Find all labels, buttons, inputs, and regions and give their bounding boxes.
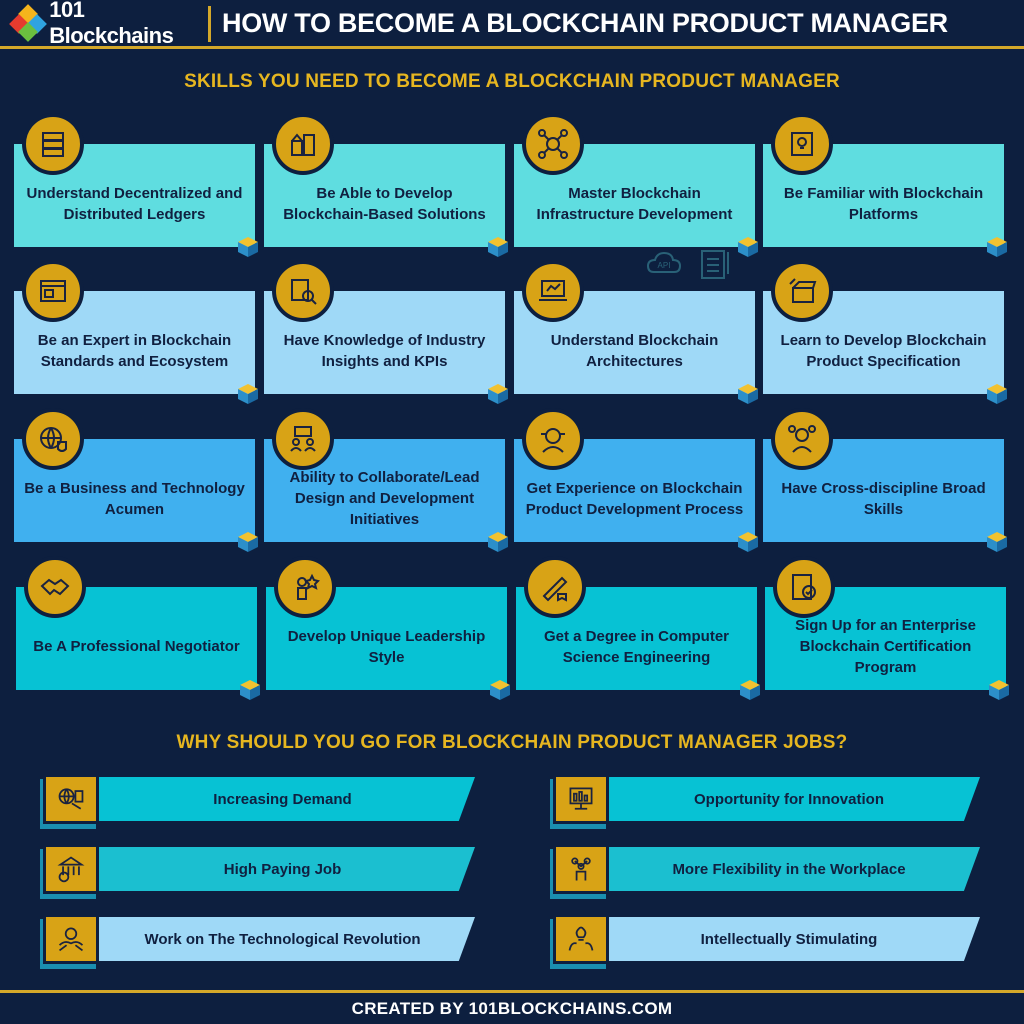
why-item: Increasing Demand bbox=[70, 777, 475, 821]
skill-card-label: Be Able to Develop Blockchain-Based Solu… bbox=[283, 184, 486, 223]
why-item: High Paying Job bbox=[70, 847, 475, 891]
skill-card-label: Be A Professional Negotiator bbox=[33, 638, 240, 655]
skill-card-label: Understand Decentralized and Distributed… bbox=[26, 184, 243, 223]
why-item-label: Work on The Technological Revolution bbox=[144, 930, 421, 948]
skill-card-label: Be a Business and Technology Acumen bbox=[24, 479, 245, 518]
why-item: Work on The Technological Revolution bbox=[70, 917, 475, 961]
why-section-title: WHY SHOULD YOU GO FOR BLOCKCHAIN PRODUCT… bbox=[176, 732, 848, 753]
skills-section-title: SKILLS YOU NEED TO BECOME A BLOCKCHAIN P… bbox=[184, 71, 840, 92]
header-rule bbox=[0, 46, 1024, 49]
clipboard-checklist-icon bbox=[701, 250, 729, 279]
skill-card-label: Understand Blockchain Architectures bbox=[550, 331, 719, 370]
box-tools-icon bbox=[771, 260, 833, 322]
cube-icon bbox=[487, 236, 509, 258]
cube-icon bbox=[489, 679, 511, 701]
why-item-label: Opportunity for Innovation bbox=[694, 790, 884, 808]
person-gears-icon bbox=[771, 408, 833, 470]
page-title: HOW TO BECOME A BLOCKCHAIN PRODUCT MANAG… bbox=[222, 7, 948, 38]
logo-text: 101 Blockchains bbox=[49, 0, 174, 48]
global-demand-icon bbox=[43, 774, 99, 824]
why-item: Intellectually Stimulating bbox=[578, 917, 980, 961]
globe-shield-icon bbox=[22, 408, 84, 470]
monitor-chart-icon bbox=[553, 774, 609, 824]
web-window-icon bbox=[22, 260, 84, 322]
cube-icon bbox=[237, 236, 259, 258]
why-item-label: High Paying Job bbox=[223, 860, 342, 878]
laptop-diagram-icon bbox=[522, 260, 584, 322]
cube-icon bbox=[986, 383, 1008, 405]
skill-card-label: Learn to Develop Blockchain Product Spec… bbox=[780, 331, 987, 370]
skill-card: Develop Unique Leadership Style bbox=[266, 587, 507, 690]
cube-icon bbox=[739, 679, 761, 701]
hands-bulb-icon bbox=[553, 914, 609, 964]
idea-board-icon bbox=[771, 113, 833, 175]
developer-icon bbox=[522, 408, 584, 470]
skill-card-label: Ability to Collaborate/Lead Design and D… bbox=[289, 469, 480, 528]
hand-network-icon bbox=[553, 844, 609, 894]
skill-card-label: Have Cross-discipline Broad Skills bbox=[781, 479, 986, 518]
certificate-icon bbox=[773, 556, 835, 618]
skill-card-label: Get a Degree in Computer Science Enginee… bbox=[543, 627, 730, 666]
header-divider bbox=[208, 6, 211, 42]
cube-icon bbox=[988, 679, 1010, 701]
skill-card-label: Be an Expert in Blockchain Standards and… bbox=[37, 331, 232, 370]
bank-money-icon bbox=[43, 844, 99, 894]
skill-card-label: Develop Unique Leadership Style bbox=[287, 627, 486, 666]
why-item-label: Increasing Demand bbox=[213, 790, 352, 808]
skill-card: Ability to Collaborate/Lead Design and D… bbox=[264, 439, 505, 542]
skill-card: Get a Degree in Computer Science Enginee… bbox=[516, 587, 757, 690]
cube-icon bbox=[737, 236, 759, 258]
cube-icon bbox=[737, 383, 759, 405]
skill-card-label: Sign Up for an Enterprise Blockchain Cer… bbox=[795, 617, 976, 676]
hands-gear-icon bbox=[43, 914, 99, 964]
skill-card: Be A Professional Negotiator bbox=[16, 587, 257, 690]
skill-card-label: Be Familiar with Blockchain Platforms bbox=[783, 184, 984, 223]
server-stack-icon bbox=[22, 113, 84, 175]
svg-text:API: API bbox=[658, 261, 671, 270]
cube-icon bbox=[986, 531, 1008, 553]
header: 101 Blockchains HOW TO BECOME A BLOCKCHA… bbox=[0, 0, 1024, 48]
api-cloud-icon: API bbox=[646, 251, 682, 273]
logo-cubes-icon bbox=[9, 4, 47, 42]
cube-icon bbox=[239, 679, 261, 701]
skill-card-label: Get Experience on Blockchain Product Dev… bbox=[525, 479, 744, 518]
skill-card-label: Have Knowledge of Industry Insights and … bbox=[283, 331, 486, 370]
cube-icon bbox=[237, 531, 259, 553]
skill-card: Understand Blockchain Architectures bbox=[514, 291, 755, 394]
why-item: More Flexibility in the Workplace bbox=[578, 847, 980, 891]
leader-star-icon bbox=[274, 556, 336, 618]
cube-icon bbox=[487, 531, 509, 553]
footer-credit[interactable]: CREATED BY 101BLOCKCHAINS.COM bbox=[351, 998, 673, 1018]
diploma-icon bbox=[524, 556, 586, 618]
why-item: Opportunity for Innovation bbox=[578, 777, 980, 821]
logo[interactable]: 101 Blockchains bbox=[0, 0, 210, 48]
footer-rule bbox=[0, 990, 1024, 993]
skill-card-label: Master Blockchain Infrastructure Develop… bbox=[536, 184, 733, 223]
cube-icon bbox=[237, 383, 259, 405]
handshake-icon bbox=[24, 556, 86, 618]
cube-icon bbox=[737, 531, 759, 553]
building-blocks-icon bbox=[272, 113, 334, 175]
skill-card: Be a Business and Technology Acumen bbox=[14, 439, 255, 542]
cube-icon bbox=[986, 236, 1008, 258]
kpi-search-icon bbox=[272, 260, 334, 322]
network-hub-icon bbox=[522, 113, 584, 175]
why-item-label: Intellectually Stimulating bbox=[700, 930, 878, 948]
team-meeting-icon bbox=[272, 408, 334, 470]
why-item-label: More Flexibility in the Workplace bbox=[672, 860, 906, 878]
cube-icon bbox=[487, 383, 509, 405]
